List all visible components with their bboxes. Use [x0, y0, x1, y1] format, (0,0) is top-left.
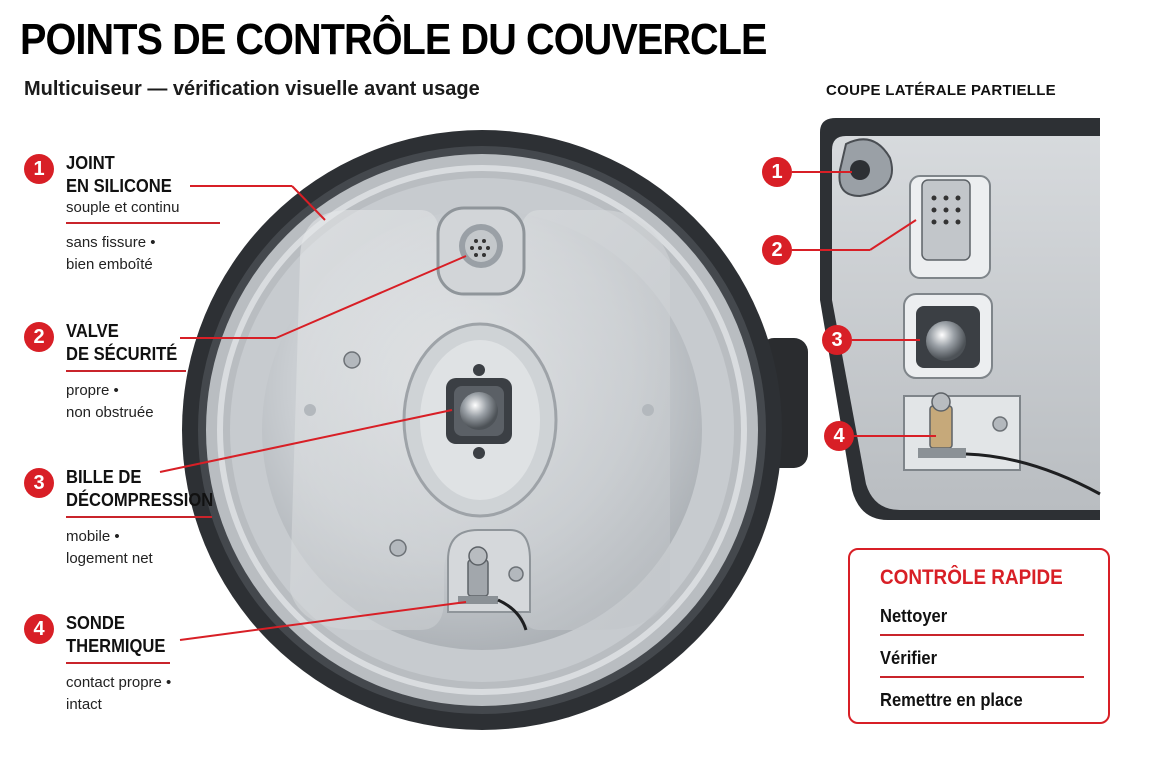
quick-check-panel: CONTRÔLE RAPIDE Nettoyer Vérifier Remett…: [848, 548, 1110, 724]
callout-divider: [66, 516, 212, 518]
callout-title-line2: DE SÉCURITÉ: [66, 344, 178, 364]
callout-badge: 1: [24, 154, 54, 184]
page-title: POINTS DE CONTRÔLE DU COUVERCLE: [20, 15, 767, 64]
callout-desc: souple et continu: [66, 199, 180, 216]
quick-check-item: Nettoyer: [880, 606, 1084, 627]
side-badge-3: 3: [822, 325, 852, 355]
callout-note-line1: sans fissure •: [66, 234, 156, 251]
side-badge-2: 2: [762, 235, 792, 265]
safety-valve: [436, 206, 526, 296]
callout-badge: 3: [24, 468, 54, 498]
callout-title-line1: JOINT: [66, 153, 115, 173]
side-view-title: COUPE LATÉRALE PARTIELLE: [826, 82, 1056, 99]
quick-check-item-label: Vérifier: [880, 648, 938, 668]
callout-title-line1: VALVE: [66, 321, 119, 341]
callout-badge: 2: [24, 322, 54, 352]
callout-note-line1: contact propre •: [66, 674, 172, 691]
callout-title-line1: BILLE DE: [66, 467, 142, 487]
callout-note-line2: non obstruée: [66, 404, 154, 421]
callout-silicone-gasket: 1 JOINT EN SILICONE souple et continu sa…: [24, 152, 220, 276]
callout-title-line1: SONDE: [66, 613, 125, 633]
quick-check-item: Remettre en place: [880, 690, 1084, 711]
callout-decompression-ball: 3 BILLE DE DÉCOMPRESSION mobile • logeme…: [24, 466, 214, 570]
callout-note-line2: logement net: [66, 550, 153, 567]
callout-note-line1: propre •: [66, 382, 119, 399]
side-leader-lines: [792, 171, 936, 437]
quick-check-divider: [880, 634, 1084, 636]
decompression-ball: [446, 364, 512, 459]
page-subtitle: Multicuiseur — vérification visuelle ava…: [24, 78, 480, 100]
callout-title-line2: THERMIQUE: [66, 636, 166, 656]
side-badge-1: 1: [762, 157, 792, 187]
quick-check-divider: [880, 676, 1084, 678]
callout-divider: [66, 662, 170, 664]
quick-check-item-label: Nettoyer: [880, 606, 948, 626]
screw-icons: [304, 351, 654, 582]
callout-title-line2: DÉCOMPRESSION: [66, 490, 214, 510]
quick-check-item: Vérifier: [880, 648, 1084, 669]
callout-thermal-probe: 4 SONDE THERMIQUE contact propre • intac…: [24, 612, 214, 716]
callout-divider: [66, 222, 220, 224]
callout-divider: [66, 370, 186, 372]
callout-badge: 4: [24, 614, 54, 644]
side-cross-section: [820, 118, 1101, 520]
callout-title-line2: EN SILICONE: [66, 176, 172, 196]
thermal-probe: [447, 529, 531, 631]
callout-note-line2: bien emboîté: [66, 256, 153, 273]
quick-check-item-label: Remettre en place: [880, 690, 1023, 710]
leader-lines: [159, 185, 467, 641]
quick-check-title: CONTRÔLE RAPIDE: [880, 566, 1063, 589]
callout-safety-valve: 2 VALVE DE SÉCURITÉ propre • non obstrué…: [24, 320, 214, 424]
callout-note-line1: mobile •: [66, 528, 120, 545]
side-badge-4: 4: [824, 421, 854, 451]
callout-note-line2: intact: [66, 696, 102, 713]
